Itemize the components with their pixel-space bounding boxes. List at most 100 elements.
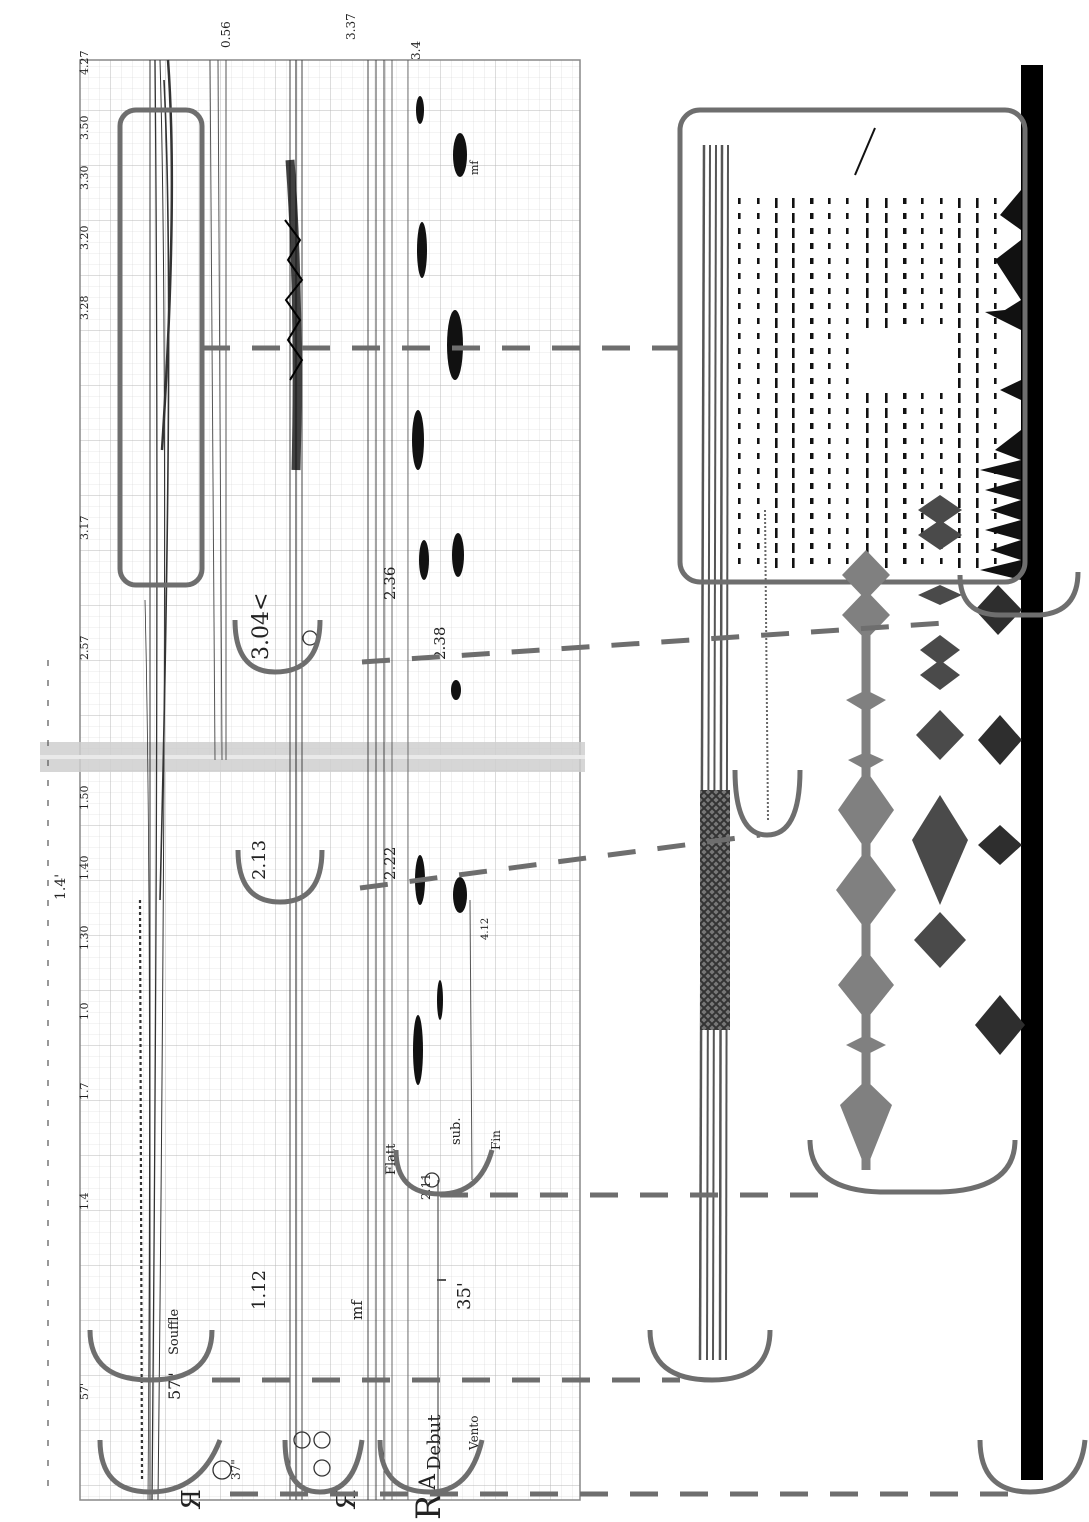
dash-mark	[885, 213, 888, 223]
dash-mark	[921, 273, 924, 279]
time-mark: 3.17	[78, 516, 91, 541]
dash-mark	[885, 393, 888, 403]
dash-mark	[792, 543, 795, 553]
dash-mark	[903, 288, 907, 294]
dash-mark	[976, 228, 979, 238]
cue-label: 3.04<	[249, 593, 274, 660]
dash-mark	[885, 288, 888, 298]
dash-mark	[903, 438, 907, 444]
dash-mark	[976, 273, 979, 283]
dash-mark	[958, 378, 961, 388]
woven-section	[700, 790, 730, 1030]
dash-mark	[775, 393, 778, 403]
graphic-score	[650, 65, 1085, 1492]
dash-mark	[976, 393, 979, 403]
dash-mark	[792, 258, 795, 268]
dash-mark	[810, 483, 814, 489]
dash-mark	[792, 438, 795, 448]
dash-mark	[994, 558, 997, 564]
dash-mark	[958, 243, 961, 253]
time-mark: 3.20	[78, 226, 91, 251]
dash-mark	[885, 483, 888, 493]
dash-mark	[738, 288, 741, 294]
dash-mark	[810, 198, 814, 204]
dash-mark	[738, 453, 741, 459]
dash-mark	[976, 333, 979, 343]
dash-mark	[994, 363, 997, 369]
dash-mark	[792, 483, 795, 493]
time-mark: 2.57	[78, 636, 91, 661]
dash-mark	[738, 528, 741, 534]
time-mark: 1.7	[78, 1083, 91, 1101]
dash-mark	[757, 408, 760, 414]
dash-mark	[958, 483, 961, 493]
dash-mark	[757, 243, 760, 249]
dash-mark	[903, 273, 907, 279]
dash-mark	[976, 378, 979, 388]
dash-mark	[810, 393, 814, 399]
dash-mark	[738, 273, 741, 279]
cue-label: 35'	[454, 1282, 475, 1310]
dash-mark	[757, 558, 760, 564]
dash-mark	[846, 393, 849, 399]
dash-mark	[921, 513, 924, 519]
dash-mark	[775, 258, 778, 268]
dash-mark	[994, 288, 997, 294]
dash-mark	[738, 438, 741, 444]
dash-mark	[921, 543, 924, 549]
dash-mark	[903, 318, 907, 324]
dash-mark	[994, 438, 997, 444]
dash-mark	[903, 408, 907, 414]
dash-mark	[903, 423, 907, 429]
dash-mark	[792, 393, 795, 403]
dash-mark	[828, 423, 831, 429]
dash-mark	[757, 498, 760, 504]
dash-mark	[866, 528, 869, 538]
dash-mark	[828, 303, 831, 309]
dash-mark	[757, 378, 760, 384]
dash-mark	[757, 483, 760, 489]
dash-mark	[958, 513, 961, 523]
dash-mark	[921, 498, 924, 504]
time-mark: 1.0	[78, 1003, 91, 1021]
comb-shape	[980, 190, 1021, 580]
dash-mark	[792, 378, 795, 388]
annotation: mf	[468, 160, 481, 175]
dash-mark	[885, 543, 888, 553]
dash-mark	[775, 468, 778, 478]
dash-mark	[921, 288, 924, 294]
dash-mark	[828, 273, 831, 279]
edge-mark: 3.4	[409, 41, 423, 60]
dash-mark	[792, 453, 795, 463]
top-tempo: 1.4'	[53, 874, 69, 900]
dash-mark	[921, 213, 924, 219]
dash-mark	[846, 363, 849, 369]
dash-mark	[775, 528, 778, 538]
dash-mark	[994, 318, 997, 324]
dash-mark	[810, 453, 814, 459]
dash-mark	[846, 333, 849, 339]
dash-mark	[921, 228, 924, 234]
dash-mark	[903, 543, 907, 549]
dash-mark	[738, 243, 741, 249]
dash-mark	[757, 318, 760, 324]
dash-mark	[738, 258, 741, 264]
dash-mark	[828, 393, 831, 399]
dash-mark	[866, 228, 869, 238]
dash-mark	[940, 408, 943, 414]
dash-mark	[810, 318, 814, 324]
dash-mark	[775, 453, 778, 463]
time-mark: 1.40	[78, 856, 91, 881]
dash-mark	[792, 363, 795, 373]
dash-mark	[866, 408, 869, 418]
dash-mark	[792, 408, 795, 418]
dash-mark	[866, 213, 869, 223]
dash-mark	[994, 408, 997, 414]
dash-mark	[866, 423, 869, 433]
dash-mark	[994, 513, 997, 519]
dash-mark	[757, 528, 760, 534]
dash-mark	[810, 348, 814, 354]
dash-mark	[846, 558, 849, 564]
dash-mark	[828, 438, 831, 444]
dash-mark	[738, 483, 741, 489]
